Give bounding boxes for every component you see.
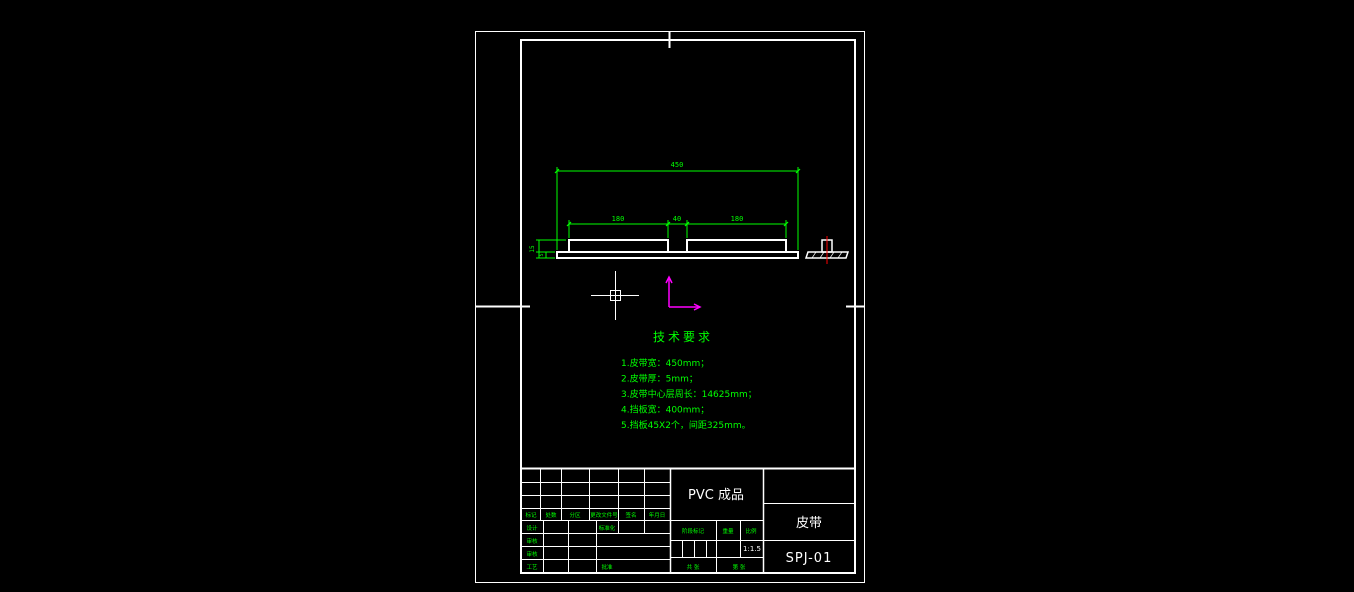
dim-total-length: 450 xyxy=(671,161,684,169)
sheet-total: 共 张 xyxy=(687,563,700,571)
ucs-icon xyxy=(665,275,702,311)
belt-base xyxy=(556,251,799,259)
outer-frame xyxy=(475,31,865,583)
dim-height-base: 5 xyxy=(539,253,545,256)
side-view-hatch xyxy=(811,251,843,259)
dim-height-total: 15 xyxy=(529,245,536,253)
dimension-lines xyxy=(536,167,799,259)
title-block-row-labels: 标记处数 分区 更改文件号签名 年月日 xyxy=(525,511,665,519)
dim-gap: 40 xyxy=(673,215,681,223)
sheet-number: 第 张 xyxy=(733,563,746,571)
sheet-frames xyxy=(475,31,865,583)
part-name: 皮带 xyxy=(796,516,822,531)
material-label: PVC 成品 xyxy=(688,488,744,503)
role-label: 工艺 xyxy=(526,564,538,571)
revision-column-label: 更改文件号 xyxy=(590,511,618,519)
requirements-list: 1.皮带宽：450mm； 2.皮带厚：5mm； 3.皮带中心层周长：14625mm；… xyxy=(621,357,757,431)
role-label: 设计 xyxy=(526,524,538,532)
crosshair-cursor xyxy=(591,271,639,320)
weight-label: 重量 xyxy=(722,527,734,535)
dimension-ticks xyxy=(554,168,801,227)
role-label-approve: 批准 xyxy=(601,563,613,571)
requirement-item: 1.皮带宽：450mm； xyxy=(621,357,709,369)
side-view-base xyxy=(804,251,850,259)
requirement-item: 2.皮带厚：5mm； xyxy=(621,373,698,385)
belt-side-view xyxy=(804,236,850,264)
belt-baffle-right xyxy=(686,239,787,253)
role-label: 审核 xyxy=(526,537,538,545)
dim-right-segment: 180 xyxy=(731,215,744,223)
title-block xyxy=(521,467,855,573)
revision-column-label: 年月日 xyxy=(649,511,666,519)
requirement-item: 3.皮带中心层周长：14625mm； xyxy=(621,388,757,400)
revision-column-label: 标记 xyxy=(525,511,537,519)
requirements-heading: 技术要求 xyxy=(653,330,713,344)
revision-column-label: 分区 xyxy=(569,511,581,519)
std-label: 标准化 xyxy=(599,524,616,532)
belt-baffle-left xyxy=(568,239,669,253)
scale-label: 比例 xyxy=(745,527,757,535)
dim-left-segment: 180 xyxy=(612,215,625,223)
revision-column-label: 签名 xyxy=(625,511,636,519)
requirement-item: 4.挡板宽：400mm； xyxy=(621,404,709,416)
stage-label: 阶段标记 xyxy=(682,527,705,535)
role-label: 审核 xyxy=(526,550,538,558)
scale-value: 1:1.5 xyxy=(743,545,761,553)
belt-front-view xyxy=(556,239,799,259)
drawing-number: SPJ-01 xyxy=(786,551,833,566)
requirement-item: 5.挡板45X2个，间距325mm。 xyxy=(621,419,751,431)
revision-column-label: 处数 xyxy=(545,511,557,519)
